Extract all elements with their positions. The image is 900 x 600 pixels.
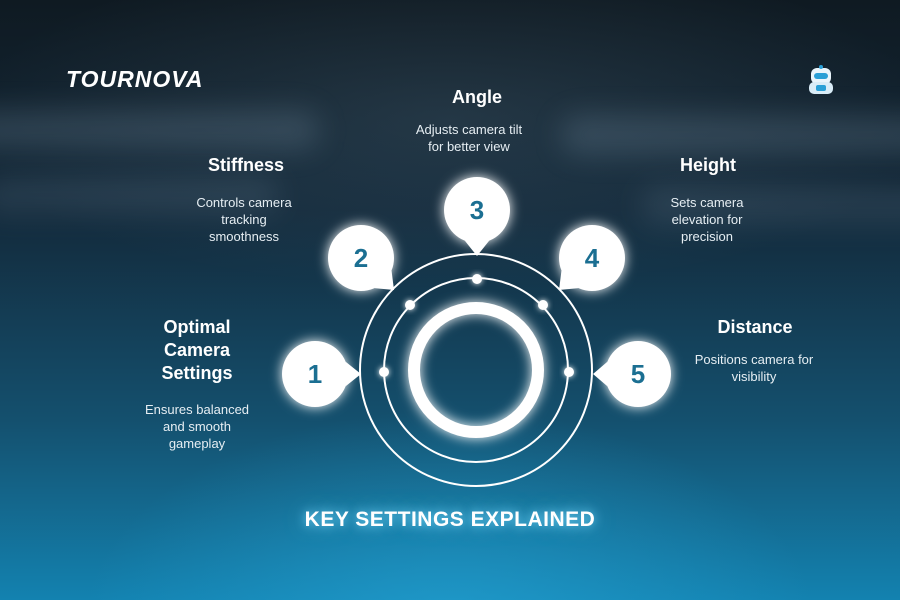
step-description-line: visibility — [731, 369, 777, 384]
ring-marker-dot — [538, 300, 548, 310]
bubble-pointer — [345, 361, 361, 387]
step-description: Sets camera elevation for precision — [632, 194, 782, 245]
step-title: Height — [633, 154, 783, 177]
step-node-3: 3 — [444, 177, 510, 284]
step-bubble — [605, 341, 671, 407]
step-number: 3 — [470, 195, 484, 225]
core-ring — [408, 302, 544, 438]
step-bubble — [282, 341, 348, 407]
step-title-line: Stiffness — [207, 155, 285, 175]
bubble-pointer — [559, 270, 579, 290]
ring-marker-dot — [379, 367, 389, 377]
step-description-line: Adjusts camera tilt — [415, 122, 523, 137]
step-description-line: elevation for — [671, 212, 743, 227]
step-number: 2 — [354, 243, 368, 273]
step-number: 1 — [308, 359, 322, 389]
ring-marker-dot — [564, 367, 574, 377]
step-title: Stiffness — [171, 154, 321, 177]
brand-logo: TOURNOVA — [66, 66, 204, 92]
step-number: 4 — [585, 243, 600, 273]
step-description-line: gameplay — [168, 436, 226, 451]
step-description-line: Ensures balanced — [144, 402, 250, 417]
ring-marker-dot — [472, 274, 482, 284]
step-description-line: Controls camera — [196, 195, 292, 210]
background-light-streak — [0, 110, 320, 150]
step-description: Controls camera tracking smoothness — [169, 194, 319, 245]
step-node-1: 1 — [282, 341, 389, 407]
robot-mascot-icon — [809, 65, 833, 94]
step-title-line: Angle — [451, 87, 502, 107]
step-description-line: precision — [680, 229, 734, 244]
step-description: Adjusts camera tilt for better view — [379, 121, 559, 155]
step-description-line: tracking — [221, 212, 267, 227]
step-bubble — [328, 225, 394, 291]
background-light-streak — [0, 175, 280, 215]
step-description-line: for better view — [428, 139, 510, 154]
step-title-line: Camera — [163, 340, 231, 360]
step-bubble — [444, 177, 510, 243]
step-bubble — [559, 225, 625, 291]
step-title: Angle — [397, 86, 557, 109]
step-node-5: 5 — [564, 341, 671, 407]
background-light-streak — [560, 115, 900, 155]
step-description-line: smoothness — [208, 229, 280, 244]
step-title-line: Optimal — [163, 317, 231, 337]
step-description-line: Positions camera for — [694, 352, 814, 367]
step-title-line: Distance — [717, 317, 793, 337]
bubble-pointer — [374, 270, 394, 290]
outer-ring — [359, 253, 593, 487]
step-number: 5 — [631, 359, 645, 389]
ring-marker-dot — [405, 300, 415, 310]
step-title-line: Settings — [161, 363, 233, 383]
step-description-line: Sets camera — [670, 195, 744, 210]
step-title: Distance — [675, 316, 835, 339]
footer-title: KEY SETTINGS EXPLAINED — [304, 508, 596, 531]
bubble-pointer — [464, 240, 490, 256]
step-node-4: 4 — [538, 225, 625, 310]
step-description-line: and smooth — [163, 419, 231, 434]
step-node-2: 2 — [328, 225, 415, 310]
background-light-streak — [640, 185, 900, 225]
step-description: Ensures balanced and smooth gameplay — [107, 401, 287, 452]
step-title-line: Height — [680, 155, 736, 175]
step-description: Positions camera for visibility — [664, 351, 844, 385]
bubble-pointer — [593, 361, 608, 387]
